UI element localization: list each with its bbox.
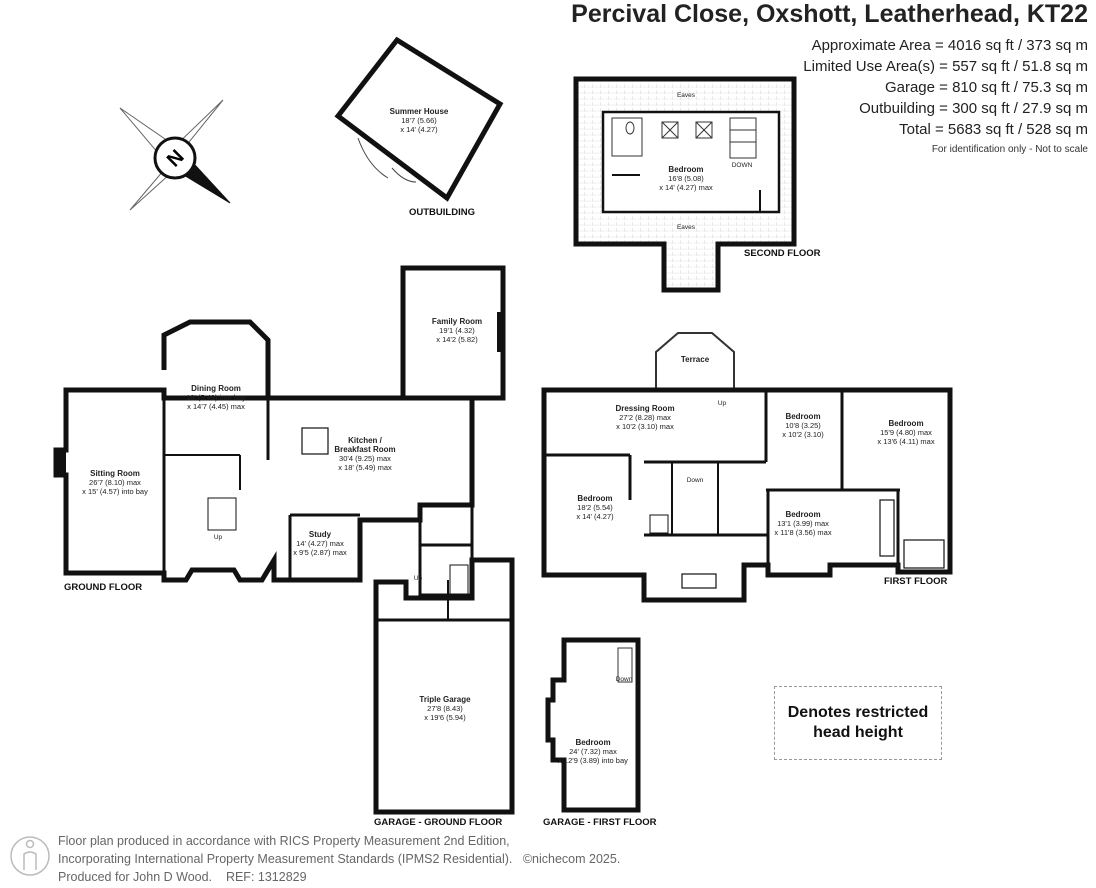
restricted-height-legend: Denotes restricted head height [774, 686, 942, 760]
up-marker-garage: Up [413, 575, 423, 582]
floor-label-second: SECOND FLOOR [744, 248, 821, 259]
floor-label-garage-ground: GARAGE - GROUND FLOOR [374, 817, 503, 828]
footer-reference: REF: 1312829 [225, 870, 307, 884]
legend-line-1: Denotes restricted [787, 704, 929, 721]
area-limited-use: Limited Use Area(s) = 557 sq ft / 51.8 s… [803, 58, 1088, 75]
up-marker-ground: Up [213, 534, 223, 541]
down-marker-garage: Down [615, 676, 633, 683]
first-floor-plan [541, 332, 953, 603]
footer-line-1: Floor plan produced in accordance with R… [58, 834, 510, 848]
eaves-marker-bottom: Eaves [676, 224, 696, 231]
floor-label-outbuilding: OUTBUILDING [409, 207, 475, 218]
person-icon [10, 836, 50, 876]
eaves-marker-top: Eaves [676, 92, 696, 99]
area-garage: Garage = 810 sq ft / 75.3 sq m [884, 79, 1088, 96]
outbuilding-plan [334, 36, 504, 202]
property-title: Percival Close, Oxshott, Leatherhead, KT… [571, 0, 1088, 28]
second-floor-plan [573, 76, 797, 293]
ground-floor-plan [53, 265, 515, 815]
scale-note: For identification only - Not to scale [931, 144, 1088, 155]
footer-credits: Floor plan produced in accordance with R… [58, 832, 620, 886]
up-marker-first: Up [717, 400, 727, 407]
footer-produced-for: Produced for John D Wood. [58, 870, 213, 884]
room-terrace: Terrace [680, 355, 710, 364]
area-outbuilding: Outbuilding = 300 sq ft / 27.9 sq m [859, 100, 1088, 117]
area-total: Total = 5683 sq ft / 528 sq m [899, 121, 1088, 138]
area-summary: Approximate Area = 4016 sq ft / 373 sq m… [803, 35, 1088, 140]
floor-label-ground: GROUND FLOOR [64, 582, 143, 593]
down-marker-first: Down [686, 477, 704, 484]
footer-copyright: ©nichecom 2025. [522, 852, 621, 866]
legend-line-2: head height [813, 724, 903, 741]
garage-first-floor-plan [545, 637, 641, 813]
compass-icon: N [119, 99, 231, 211]
down-marker-second: DOWN [731, 162, 753, 169]
floor-label-garage-first: GARAGE - FIRST FLOOR [543, 817, 657, 828]
footer-line-2: Incorporating International Property Mea… [58, 852, 513, 866]
floor-label-first: FIRST FLOOR [884, 576, 948, 587]
area-approximate: Approximate Area = 4016 sq ft / 373 sq m [811, 37, 1088, 54]
